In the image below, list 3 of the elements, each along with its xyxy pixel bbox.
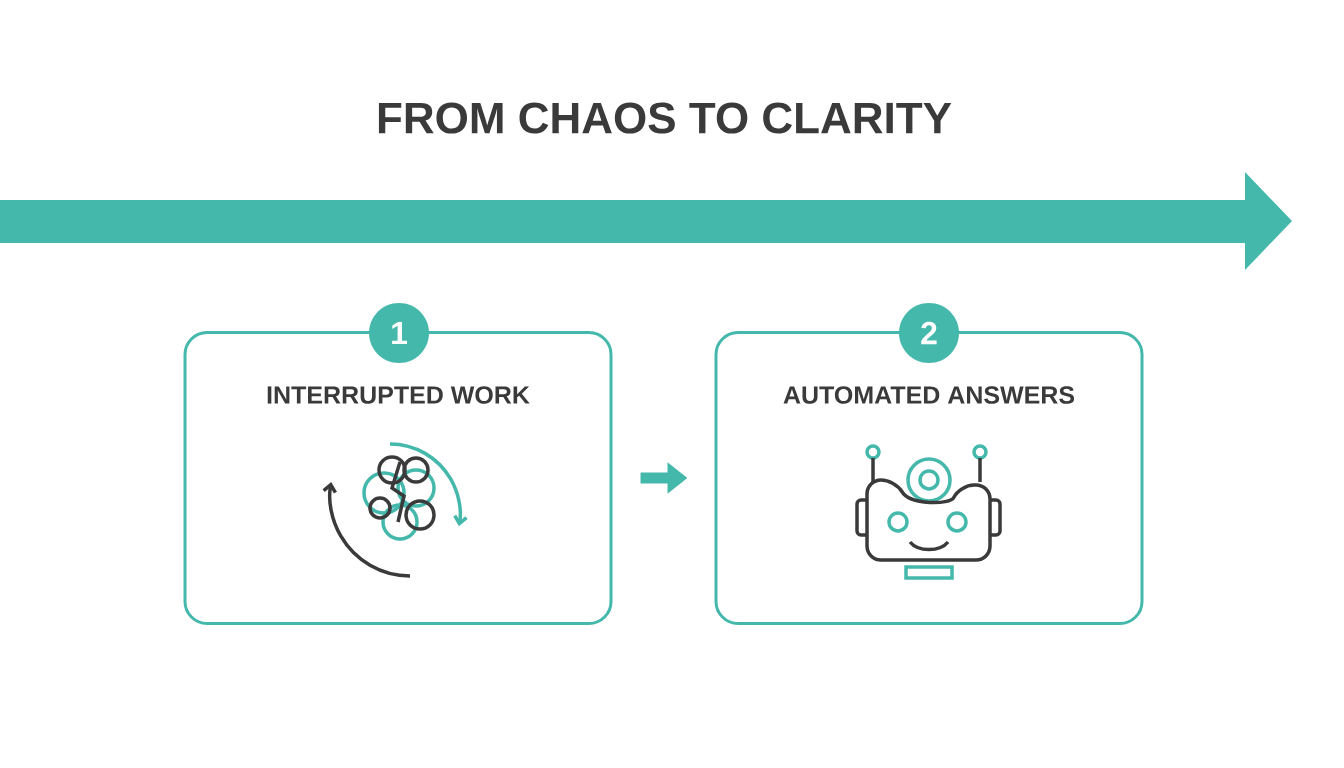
title: FROM CHAOS TO CLARITY	[378, 102, 952, 134]
number-badge: 1	[369, 303, 429, 363]
number-badge: 2	[899, 303, 959, 363]
